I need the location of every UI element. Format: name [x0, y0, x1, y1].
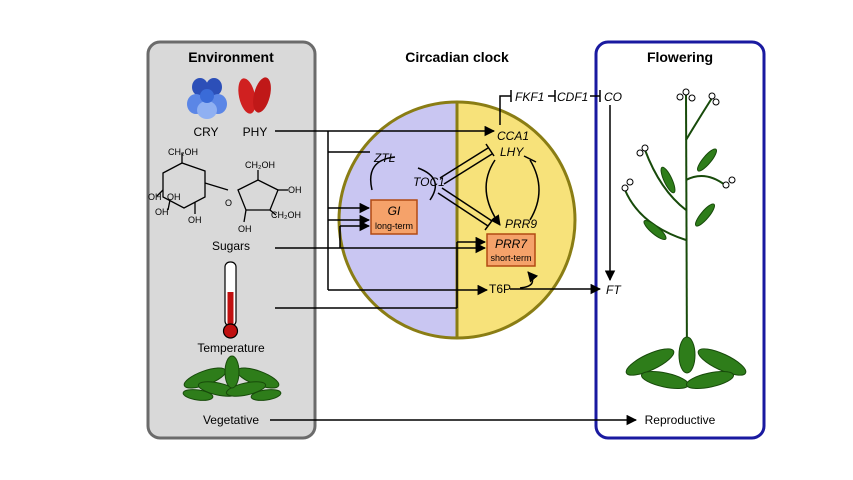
toc1-label: TOC1 — [413, 175, 445, 189]
ch2oh-label: CH₂OH — [168, 147, 198, 157]
prr7-label: PRR7 — [495, 237, 528, 251]
oh-label: OH — [188, 215, 202, 225]
sucrose-structure — [156, 153, 288, 223]
cry-icon — [187, 78, 227, 119]
oh-label: OH — [238, 224, 252, 234]
rosette-plant-icon — [182, 355, 282, 401]
clock-title: Circadian clock — [405, 49, 509, 65]
flowering-panel-bg — [594, 40, 766, 440]
flowering-panel: Flowering — [594, 40, 766, 440]
vegetative-label: Vegetative — [203, 413, 259, 427]
co-label: CO — [604, 90, 622, 104]
top-regulatory-chain: FKF1 CDF1 CO — [499, 90, 622, 282]
flowering-title: Flowering — [647, 49, 713, 65]
oh-label: OH — [155, 207, 169, 217]
phy-label: PHY — [243, 125, 268, 139]
cdf1-label: CDF1 — [557, 90, 588, 104]
prr7-note: short-term — [490, 253, 531, 263]
oh-label: OH — [148, 192, 162, 202]
gi-box: GI long-term — [370, 199, 418, 235]
gi-note: long-term — [375, 221, 413, 231]
phy-icon — [238, 77, 271, 114]
gi-label: GI — [388, 204, 401, 218]
prr7-box: PRR7 short-term — [486, 233, 536, 267]
temperature-label: Temperature — [197, 341, 265, 355]
input-arrows — [270, 125, 638, 426]
cry-label: CRY — [193, 125, 218, 139]
environment-panel: Environment CRY PHY — [146, 40, 317, 440]
environment-panel-bg — [146, 40, 317, 440]
clock-internal-arrows — [370, 143, 540, 289]
flowering-plant-icon — [621, 88, 747, 389]
lhy-label: LHY — [500, 145, 524, 159]
prr9-label: PRR9 — [505, 217, 537, 231]
o-link-label: O — [225, 198, 232, 208]
reproductive-label: Reproductive — [645, 413, 716, 427]
t6p-label: T6P — [489, 282, 511, 296]
cca1-label: CCA1 — [497, 129, 529, 143]
fkf1-label: FKF1 — [515, 90, 544, 104]
oh-label: OH — [288, 185, 302, 195]
ft-label: FT — [606, 283, 622, 297]
environment-title: Environment — [188, 49, 274, 65]
thermometer-icon — [222, 261, 239, 339]
ch2oh-label: CH₂OH — [245, 160, 275, 170]
sugars-label: Sugars — [212, 239, 250, 253]
ch2oh-label: CH₂OH — [271, 210, 301, 220]
oh-label: OH — [167, 192, 181, 202]
